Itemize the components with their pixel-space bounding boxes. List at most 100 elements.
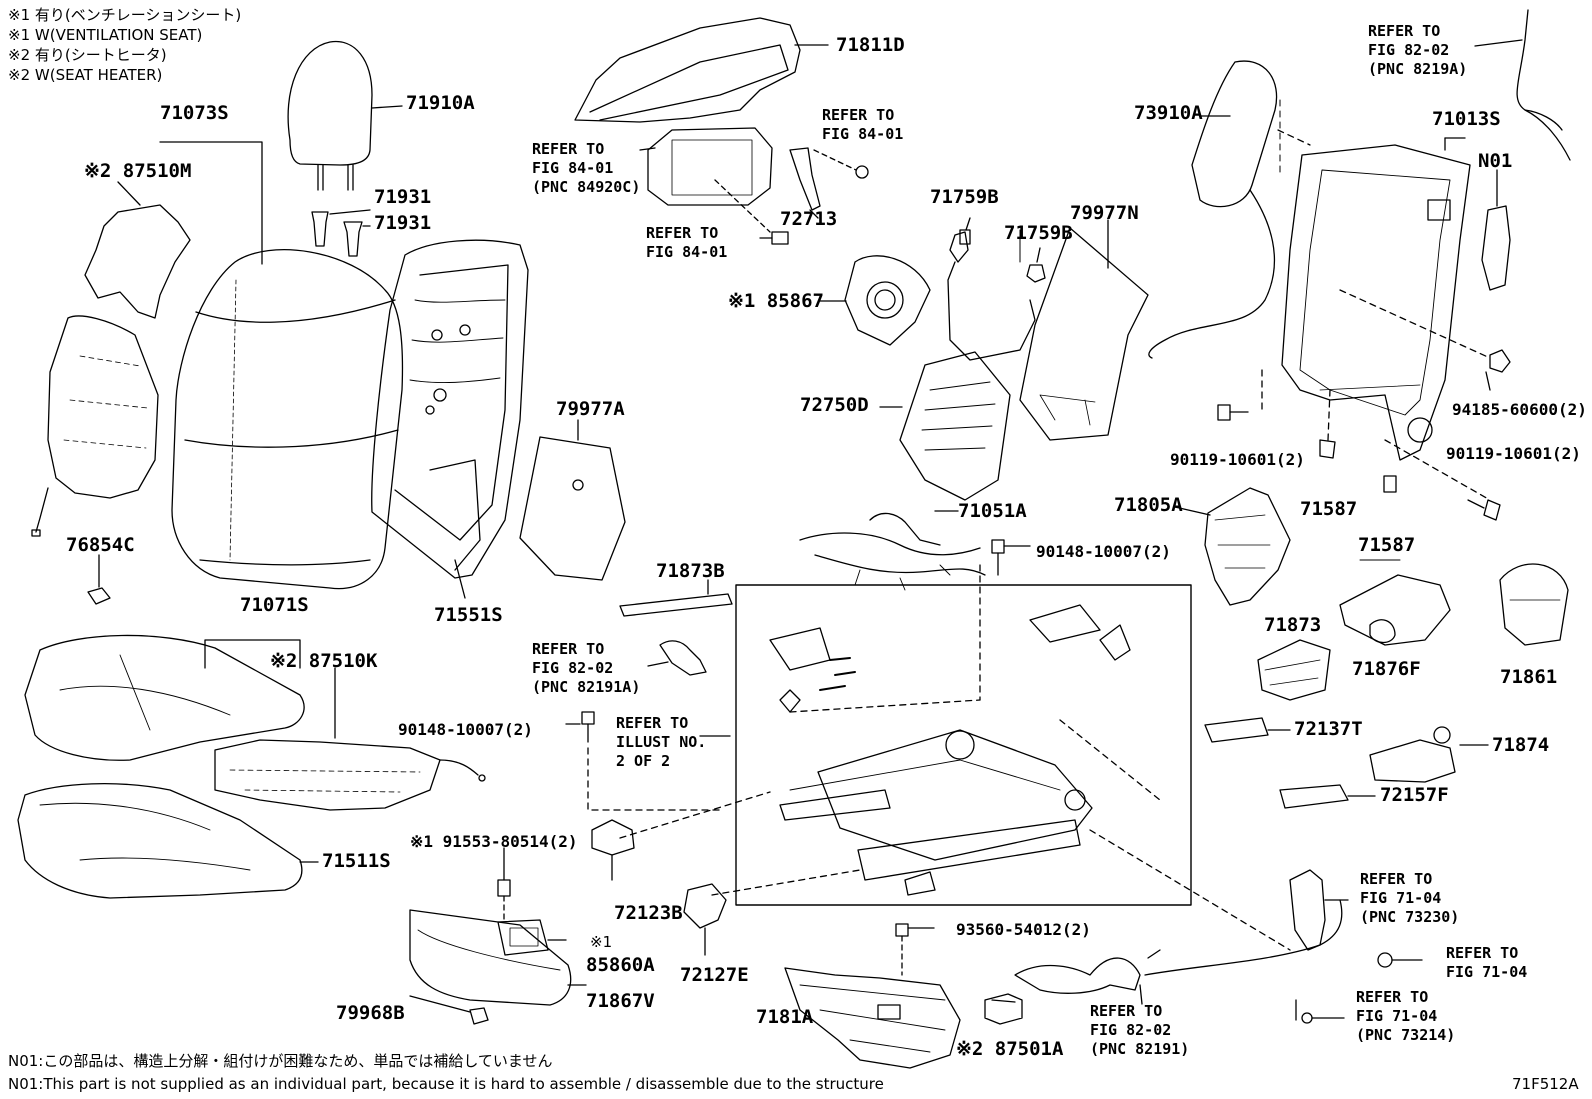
part-label: 71861 — [1500, 666, 1558, 688]
cover-71805A — [1174, 487, 1291, 606]
harness-73910A — [1148, 60, 1311, 359]
refer-note: REFER TO ILLUST NO. 2 OF 2 — [616, 714, 707, 770]
cover-71861 — [1499, 563, 1569, 646]
bracket-72127E — [683, 883, 727, 956]
refer-note: REFER TO FIG 82-02 (PNC 82191A) — [532, 640, 641, 696]
part-label: 71073S — [160, 102, 229, 124]
part-label: 71867V — [586, 990, 655, 1012]
wiring-8219A — [1474, 9, 1571, 161]
back-board-79977N — [1019, 219, 1149, 441]
part-label: 71805A — [1114, 494, 1183, 516]
clip-76854C — [87, 554, 111, 605]
frame-7181A — [784, 967, 961, 1069]
seatback-board-79977A — [519, 419, 626, 581]
refer-note: REFER TO FIG 84-01 (PNC 84920C) — [532, 140, 641, 196]
part-label: 94185-60600(2) — [1452, 400, 1587, 419]
part-label: 73910A — [1134, 102, 1203, 124]
headrest-71910A — [287, 40, 403, 191]
seatback-frame-71551S — [371, 239, 529, 599]
part-label: 72123B — [614, 902, 683, 924]
part-label: ※2 87510M — [84, 160, 192, 182]
legend-line: ※2 W(SEAT HEATER) — [8, 66, 163, 84]
refer-note: REFER TO FIG 71-04 (PNC 73230) — [1360, 870, 1460, 926]
wire-harness-71051A — [799, 510, 986, 591]
part-label: ※1 85867 — [728, 290, 824, 312]
buckle-73230 — [1289, 869, 1423, 1024]
cushion-cover-71071S — [24, 634, 305, 761]
part-label: 71759B — [1004, 222, 1073, 244]
bracket-72713 — [789, 147, 869, 219]
part-label: 71587 — [1300, 498, 1358, 520]
part-label: 71910A — [406, 92, 475, 114]
bar-71873B — [619, 579, 733, 617]
part-label: N01 — [1478, 150, 1513, 172]
figure-id: 71F512A — [1512, 1075, 1579, 1093]
seatback-frame-71013S — [1281, 137, 1471, 461]
bolt-90148 — [991, 539, 1031, 576]
bolts-right — [1217, 289, 1511, 521]
part-label: 72137T — [1294, 718, 1363, 740]
sensor-85867 — [819, 255, 931, 346]
switch-85860A — [497, 919, 567, 956]
part-label: 71811D — [836, 34, 905, 56]
leader-lines — [1019, 99, 1401, 561]
cushion-frame-71511S — [17, 783, 319, 899]
cover-71873 — [1257, 639, 1331, 701]
part-label: 71551S — [434, 604, 503, 626]
part-label: 79968B — [336, 1002, 405, 1024]
refer-note: REFER TO FIG 82-02 (PNC 82191) — [1090, 1002, 1190, 1058]
refer-note: REFER TO FIG 84-01 — [822, 106, 904, 143]
part-label: 72713 — [780, 208, 838, 230]
part-label: 71587 — [1358, 534, 1416, 556]
part-label: 71071S — [240, 594, 309, 616]
part-label: 71759B — [930, 186, 999, 208]
side-trim-71811D — [574, 17, 829, 123]
bolt-90148-left — [565, 711, 731, 811]
part-label: 90119-10601(2) — [1170, 450, 1305, 469]
part-label: 90148-10007(2) — [1036, 542, 1171, 561]
refer-note: REFER TO FIG 71-04 (PNC 73214) — [1356, 988, 1456, 1044]
footer-note-en: N01:This part is not supplied as an indi… — [8, 1075, 884, 1093]
part-label: 71874 — [1492, 734, 1550, 756]
clip-71759B — [959, 217, 1046, 283]
part-label: 71873 — [1264, 614, 1322, 636]
part-label: 90119-10601(2) — [1446, 444, 1581, 463]
part-label: 85860A — [586, 954, 655, 976]
lumbar-unit — [639, 127, 773, 206]
part-label: 93560-54012(2) — [956, 920, 1091, 939]
refer-note: REFER TO FIG 71-04 — [1446, 944, 1528, 981]
cover-72157F — [1279, 784, 1376, 809]
motor-N01 — [1481, 169, 1511, 291]
footer-note-jp: N01:この部品は、構造上分解・組付けが困難なため、単品では補給していません — [8, 1052, 553, 1070]
bolt-93560 — [895, 923, 935, 976]
part-label: ※1 — [590, 933, 613, 951]
legend-line: ※2 有り(シートヒータ) — [8, 46, 167, 64]
part-label: 71931 — [374, 186, 432, 208]
part-label: 72157F — [1380, 784, 1449, 806]
part-label: 7181A — [756, 1006, 814, 1028]
cover-72137T — [1204, 717, 1291, 743]
side-panel-71867V — [409, 909, 587, 1006]
bracket-71876F — [1339, 574, 1451, 646]
module-87501A — [984, 993, 1023, 1025]
legend-line: ※1 有り(ベンチレーションシート) — [8, 6, 242, 24]
part-label: 71013S — [1432, 108, 1501, 130]
part-label: 71511S — [322, 850, 391, 872]
harness-82191 — [1014, 899, 1343, 1005]
part-label: 71931 — [374, 212, 432, 234]
legend-line: ※1 W(VENTILATION SEAT) — [8, 26, 203, 44]
part-label: 79977A — [556, 398, 625, 420]
part-label: 72127E — [680, 964, 749, 986]
bracket-72123B — [497, 819, 635, 921]
part-label: 72750D — [800, 394, 869, 416]
heater-mat-87510K — [214, 667, 486, 811]
clip-79968B — [409, 995, 489, 1025]
part-label: 71873B — [656, 560, 725, 582]
part-label: 71876F — [1352, 658, 1421, 680]
headrest-support-71931 — [311, 209, 371, 257]
lever-71874 — [1369, 726, 1489, 783]
refer-note: REFER TO FIG 82-02 (PNC 8219A) — [1368, 22, 1468, 78]
lumbar-support-72750D — [879, 231, 1036, 501]
part-label: 90148-10007(2) — [398, 720, 533, 739]
